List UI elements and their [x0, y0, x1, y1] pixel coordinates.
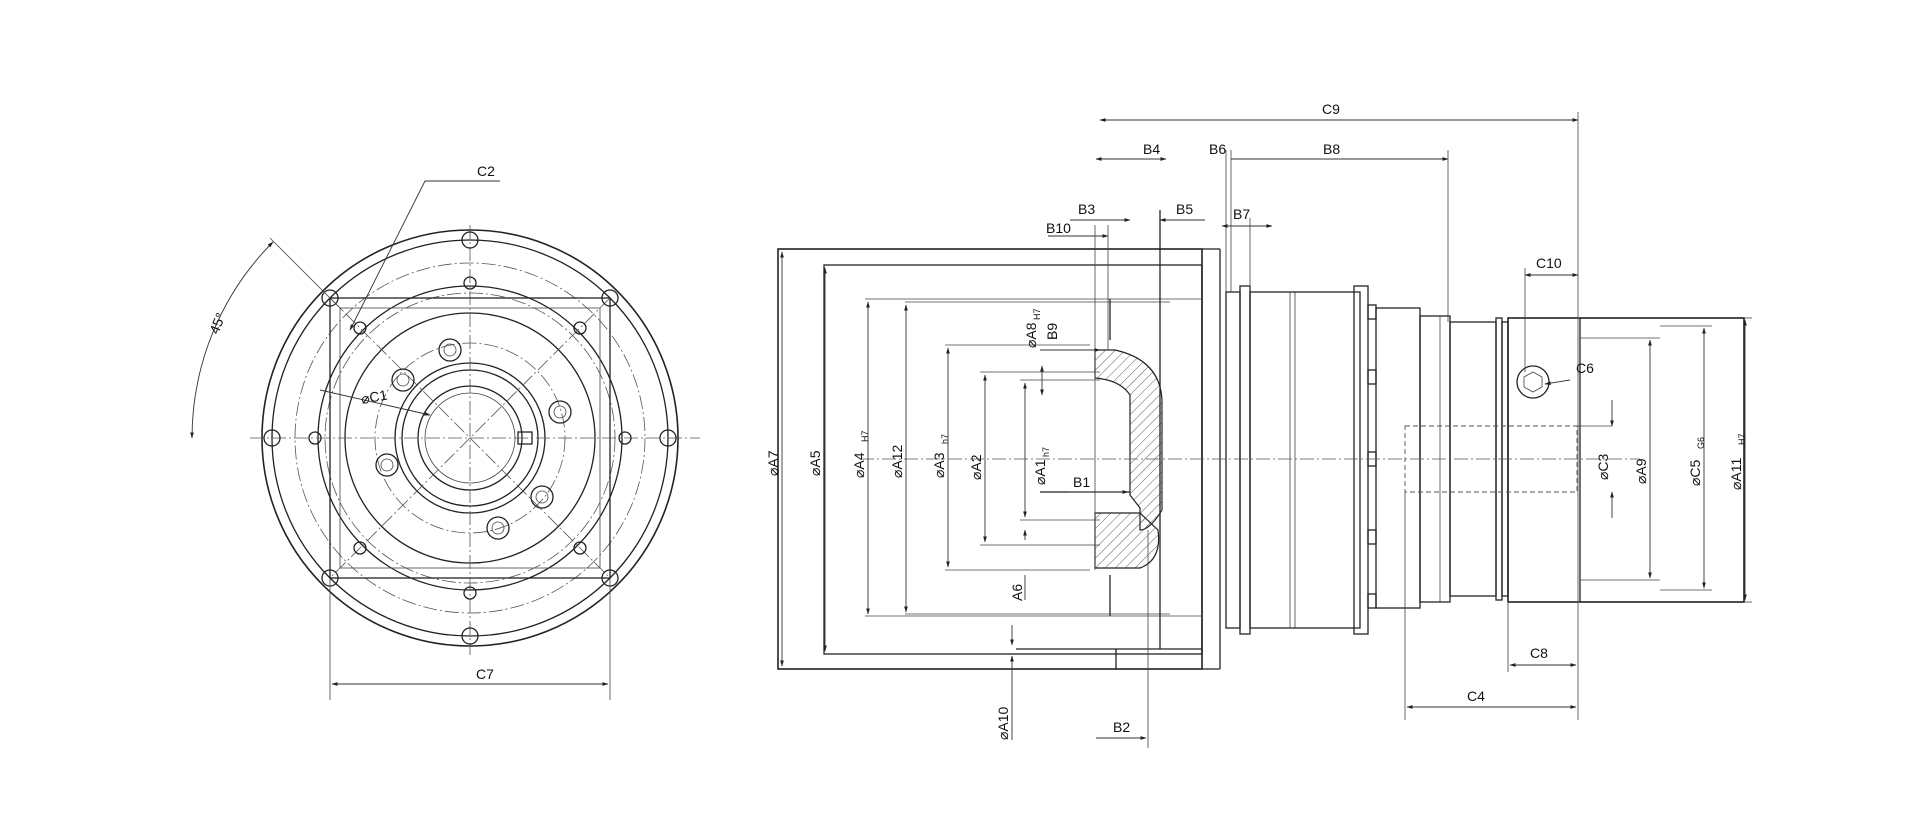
- b3-label: B3: [1078, 201, 1095, 217]
- a8-tol: H7: [1032, 308, 1042, 320]
- a12-label: ⌀A12: [889, 444, 905, 478]
- a4-tol: H7: [860, 430, 870, 442]
- bolt-head: [1367, 529, 1377, 545]
- a9-label: ⌀A9: [1633, 458, 1649, 484]
- a10-label: ⌀A10: [995, 706, 1011, 740]
- b10-label: B10: [1046, 220, 1071, 236]
- tapped-hole: [486, 516, 510, 540]
- c5-label: ⌀C5: [1687, 459, 1703, 486]
- bolt-hole: [353, 541, 367, 555]
- flange-1: [1225, 291, 1241, 629]
- tapped-hole: [380, 458, 394, 472]
- bolt-hole: [463, 586, 477, 600]
- c6-label: C6: [1576, 360, 1594, 376]
- bolt-hole: [461, 627, 479, 645]
- c5-tol: G6: [1696, 437, 1706, 449]
- a3-tol: h7: [940, 434, 950, 444]
- b7-label: B7: [1233, 206, 1250, 222]
- bolt-head: [1367, 369, 1377, 385]
- b4-label: B4: [1143, 141, 1160, 157]
- tapped-hole: [535, 490, 549, 504]
- bolt-hole: [461, 231, 479, 249]
- bolt-hole: [308, 431, 322, 445]
- tapped-hole: [553, 405, 567, 419]
- motor-body: [1249, 291, 1361, 629]
- bolt-head: [1367, 304, 1377, 320]
- tapped-hole: [438, 338, 462, 362]
- section-hatch-bottom: [1094, 512, 1160, 569]
- a6-label: A6: [1009, 584, 1025, 601]
- motor-end-ring: [1353, 285, 1369, 635]
- adapter: [1375, 307, 1421, 609]
- c1-label: ⌀C1: [360, 387, 389, 407]
- c2-leader: [349, 180, 500, 331]
- output-flange: [1507, 317, 1745, 603]
- c10-label: C10: [1536, 255, 1562, 271]
- angle-ext-line: [269, 237, 343, 311]
- b8-label: B8: [1323, 141, 1340, 157]
- c7-label: C7: [476, 666, 494, 682]
- bolt-hole: [463, 276, 477, 290]
- screw-c6-hex: [1523, 371, 1543, 393]
- bolt-hole: [618, 431, 632, 445]
- b1-label: B1: [1073, 474, 1090, 490]
- a1-tol: h7: [1041, 447, 1051, 457]
- a11-tol: H7: [1737, 433, 1747, 445]
- c4-label: C4: [1467, 688, 1485, 704]
- side-view: C9 B4 B6 B8 B3 B10 B5 B7 C10 C6 ⌀A7 ⌀A5: [765, 101, 1752, 748]
- tapped-hole: [530, 485, 554, 509]
- front-inner-holes: [375, 338, 572, 540]
- c9-label: C9: [1322, 101, 1340, 117]
- c8-label: C8: [1530, 645, 1548, 661]
- b6-label: B6: [1209, 141, 1226, 157]
- tapped-hole: [491, 521, 505, 535]
- front-view: C2 ⌀C1 45° C7: [190, 163, 700, 700]
- b5-label: B5: [1176, 201, 1193, 217]
- tapped-hole: [443, 343, 457, 357]
- c2-label: C2: [477, 163, 495, 179]
- flange-2: [1239, 285, 1251, 635]
- b9-label: B9: [1044, 323, 1060, 340]
- tapped-hole: [396, 373, 410, 387]
- motor-bolts: [1367, 304, 1377, 609]
- a1-label: ⌀A1: [1032, 459, 1048, 485]
- bolt-hole: [321, 289, 339, 307]
- c3-label: ⌀C3: [1595, 453, 1611, 480]
- angle-label: 45°: [206, 310, 229, 336]
- bolt-head: [1367, 593, 1377, 609]
- a4-label: ⌀A4: [851, 452, 867, 478]
- section-hatch-top: [1094, 349, 1163, 531]
- b2-label: B2: [1113, 719, 1130, 735]
- bolt-hole: [601, 289, 619, 307]
- c1-leader: [319, 389, 431, 416]
- a11-label: ⌀A11: [1728, 457, 1744, 490]
- bolt-hole: [573, 541, 587, 555]
- a5-label: ⌀A5: [807, 450, 823, 476]
- a7-label: ⌀A7: [765, 450, 781, 476]
- bolt-hole: [573, 321, 587, 335]
- a8-label: ⌀A8: [1023, 322, 1039, 348]
- front-middle-holes: [308, 276, 632, 600]
- angle-arc: [190, 241, 274, 439]
- a3-label: ⌀A3: [931, 452, 947, 478]
- tapped-hole: [548, 400, 572, 424]
- bolt-hole: [659, 429, 677, 447]
- tapped-hole: [391, 368, 415, 392]
- a2-label: ⌀A2: [968, 454, 984, 480]
- screw-c6: [1516, 365, 1550, 399]
- tapped-hole: [375, 453, 399, 477]
- c6-leader: [1544, 379, 1571, 385]
